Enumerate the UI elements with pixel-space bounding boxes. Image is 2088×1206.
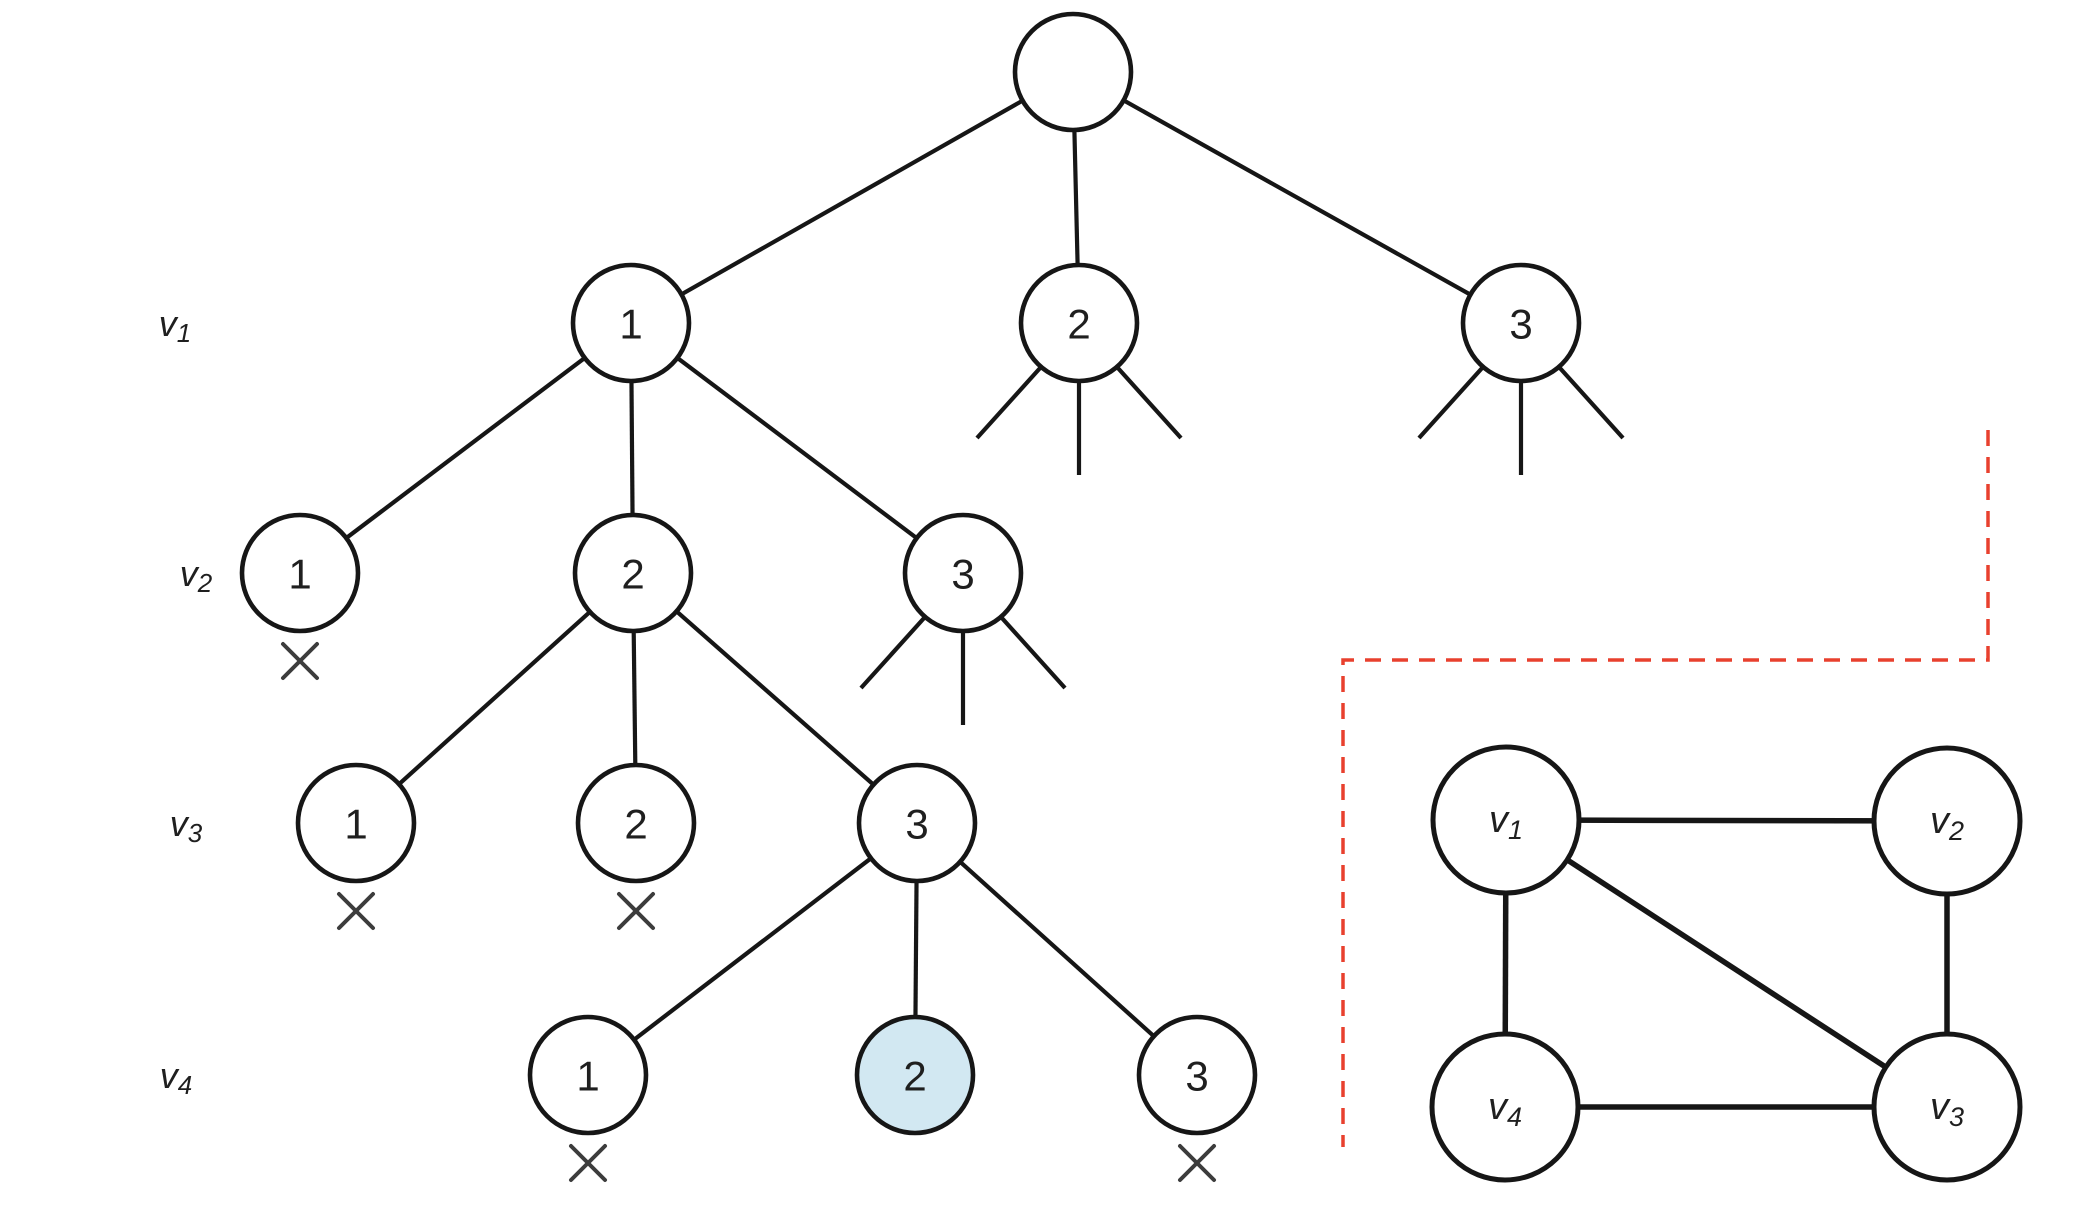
tree-node-label-v4n2: 2: [903, 1053, 926, 1100]
row-label-v3: v3: [170, 803, 203, 849]
tree-edge-v2n2-v3n1: [354, 571, 635, 825]
tree-edge-v1n1-v2n3: [629, 321, 965, 575]
tree-node-label-v1n1: 1: [619, 301, 642, 348]
stub-right-v1n2: [1115, 365, 1183, 440]
tree-node-v1n1: [570, 262, 692, 384]
tree-edge-v2n2-v3n3: [631, 571, 919, 825]
row-label-v1: v1: [159, 303, 191, 349]
graph-node-label-gv2: v2: [1930, 800, 1964, 846]
tree-node-v1n3: [1460, 262, 1582, 384]
tree-node-label-v4n3: 3: [1185, 1053, 1208, 1100]
tree-node-label-v3n3: 3: [905, 801, 928, 848]
tree-node-label-v3n1: 1: [344, 801, 367, 848]
tree-node-label-v3n2: 2: [624, 801, 647, 848]
tree-node-v2n2: [572, 512, 694, 634]
tree-node-label-v2n1: 1: [288, 551, 311, 598]
x-mark-v4n3: [1178, 1144, 1216, 1182]
stub-left-v1n3: [1417, 365, 1485, 440]
x-mark-v3n1: [337, 892, 375, 930]
tree-node-v3n3: [856, 762, 978, 884]
stub-right-v2n3: [999, 615, 1067, 690]
tree-edge-v3n3-v4n3: [915, 821, 1199, 1077]
tree-node-v1n2: [1018, 262, 1140, 384]
graph-node-label-gv3: v3: [1930, 1086, 1964, 1132]
x-mark-v4n1: [569, 1144, 607, 1182]
graph-node-label-gv4: v4: [1488, 1086, 1522, 1132]
stub-right-v1n3: [1557, 365, 1625, 440]
tree-node-label-v2n2: 2: [621, 551, 644, 598]
tree-edge-root-v1n3: [1071, 70, 1523, 325]
tree-edge-root-v1n1: [629, 70, 1075, 325]
graph-edge-gv1-gv3: [1504, 817, 1949, 1110]
stub-left-v2n3: [859, 615, 927, 690]
tree-node-v4n2-highlighted: [854, 1014, 976, 1136]
tree-edge-v3n3-v4n1: [586, 821, 919, 1077]
tree-node-v2n1: [239, 512, 361, 634]
row-label-v2: v2: [180, 553, 213, 599]
red-dashed-boundary: [1341, 430, 1990, 1147]
tree-node-v3n2: [575, 762, 697, 884]
graph-node-label-gv1: v1: [1489, 799, 1523, 845]
tree-node-label-v1n3: 3: [1509, 301, 1532, 348]
x-mark-v2n1: [281, 642, 319, 680]
tree-node-v4n3: [1136, 1014, 1258, 1136]
tree-node-v2n3: [902, 512, 1024, 634]
x-mark-v3n2: [617, 892, 655, 930]
row-label-v4: v4: [160, 1055, 192, 1101]
tree-node-root: [1012, 11, 1134, 133]
tree-node-v4n1: [527, 1014, 649, 1136]
tree-node-label-v1n2: 2: [1067, 301, 1090, 348]
tree-node-v3n1: [295, 762, 417, 884]
tree-node-label-v4n1: 1: [576, 1053, 599, 1100]
tree-edge-v1n1-v2n1: [298, 321, 633, 575]
graph-node-gv1: [1430, 744, 1582, 896]
graph-node-gv2: [1871, 745, 2023, 897]
tree-node-label-v2n3: 3: [951, 551, 974, 598]
graph-node-gv3: [1871, 1031, 2023, 1183]
stub-left-v1n2: [975, 365, 1043, 440]
graph-node-gv4: [1429, 1031, 1581, 1183]
